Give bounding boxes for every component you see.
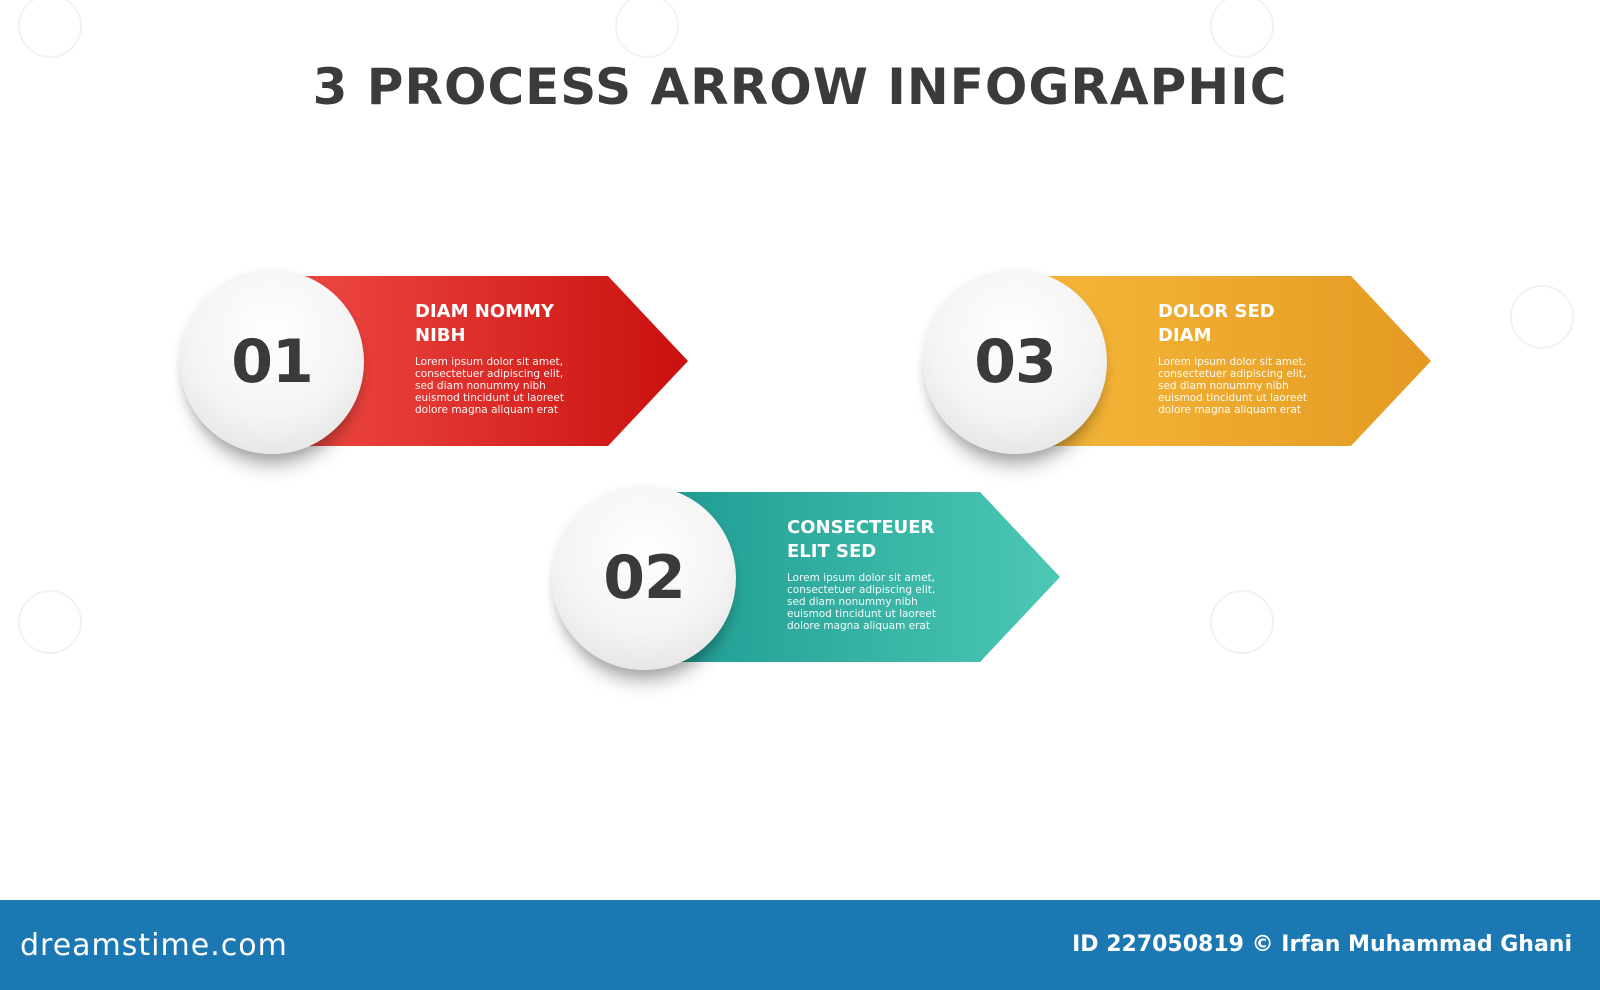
step-03-number: 03 [974,327,1056,397]
step-03-heading: DOLOR SED DIAM [1158,300,1358,348]
step-03-number-circle: 03 [923,270,1107,454]
step-01-number-circle: 01 [180,270,364,454]
footer-brand: dreamstime.com [20,928,288,963]
watermark-ring-icon [18,590,82,654]
watermark-ring-icon [615,0,679,58]
watermark-ring-icon [1210,590,1274,654]
step-02-heading-line2: ELIT SED [787,541,877,562]
step-02-number: 02 [603,543,685,613]
step-01-heading-line1: DIAM NOMMY [415,301,554,322]
process-step-03: 03 DOLOR SED DIAM Lorem ipsum dolor sit … [923,270,1443,470]
process-step-02: 02 CONSECTEUER ELIT SED Lorem ipsum dolo… [552,486,1072,686]
watermark-ring-icon [1210,0,1274,58]
step-01-arrow-banner [288,276,688,446]
step-02-arrow-banner [660,492,1060,662]
step-02-number-circle: 02 [552,486,736,670]
step-03-description: Lorem ipsum dolor sit amet, consectetuer… [1158,356,1307,416]
step-01-description: Lorem ipsum dolor sit amet, consectetuer… [415,356,564,416]
step-01-heading: DIAM NOMMY NIBH [415,300,615,348]
step-03-arrow-banner [1031,276,1431,446]
step-02-description: Lorem ipsum dolor sit amet, consectetuer… [787,572,936,632]
infographic-title: 3 PROCESS ARROW INFOGRAPHIC [312,58,1288,116]
step-03-heading-line2: DIAM [1158,325,1212,346]
footer-bar: dreamstime.com ID 227050819 © Irfan Muha… [0,900,1600,990]
step-01-number: 01 [231,327,313,397]
process-step-01: 01 DIAM NOMMY NIBH Lorem ipsum dolor sit… [180,270,700,470]
step-02-heading-line1: CONSECTEUER [787,517,935,538]
watermark-ring-icon [1510,285,1574,349]
watermark-ring-icon [18,0,82,58]
step-03-heading-line1: DOLOR SED [1158,301,1275,322]
step-01-heading-line2: NIBH [415,325,466,346]
step-02-heading: CONSECTEUER ELIT SED [787,516,987,564]
footer-credit: ID 227050819 © Irfan Muhammad Ghani [1072,932,1572,957]
